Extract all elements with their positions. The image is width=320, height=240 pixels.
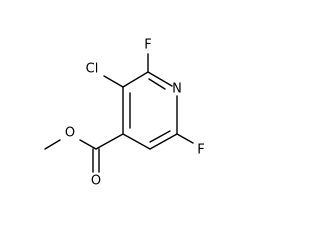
bond-c3-cl [103, 75, 124, 88]
atom-label-ester-oxygen: O [65, 126, 75, 141]
atom-label-carbonyl-oxygen: O [91, 174, 101, 189]
atom-label-fluorine-bottom: F [197, 143, 204, 158]
atom-label-chlorine: Cl [86, 62, 99, 77]
bond-c2-n1-double [148, 78, 166, 90]
bond-c2-n1 [147, 71, 173, 87]
bond-c5-c4 [122, 133, 151, 150]
bond-c6-f [176, 133, 194, 144]
bond-o-methyl [44, 139, 61, 150]
chemical-structure: Cl F N F O O [44, 38, 205, 189]
bond-c6-c5-double [149, 130, 171, 143]
atom-label-fluorine-top: F [144, 38, 151, 53]
bond-c6-c5 [149, 133, 178, 150]
bond-c4-carbonyl [95, 133, 124, 150]
bond-carbonyl-o-single [79, 139, 97, 150]
bond-c3-c2 [122, 71, 149, 88]
atom-label-nitrogen: N [172, 82, 182, 97]
